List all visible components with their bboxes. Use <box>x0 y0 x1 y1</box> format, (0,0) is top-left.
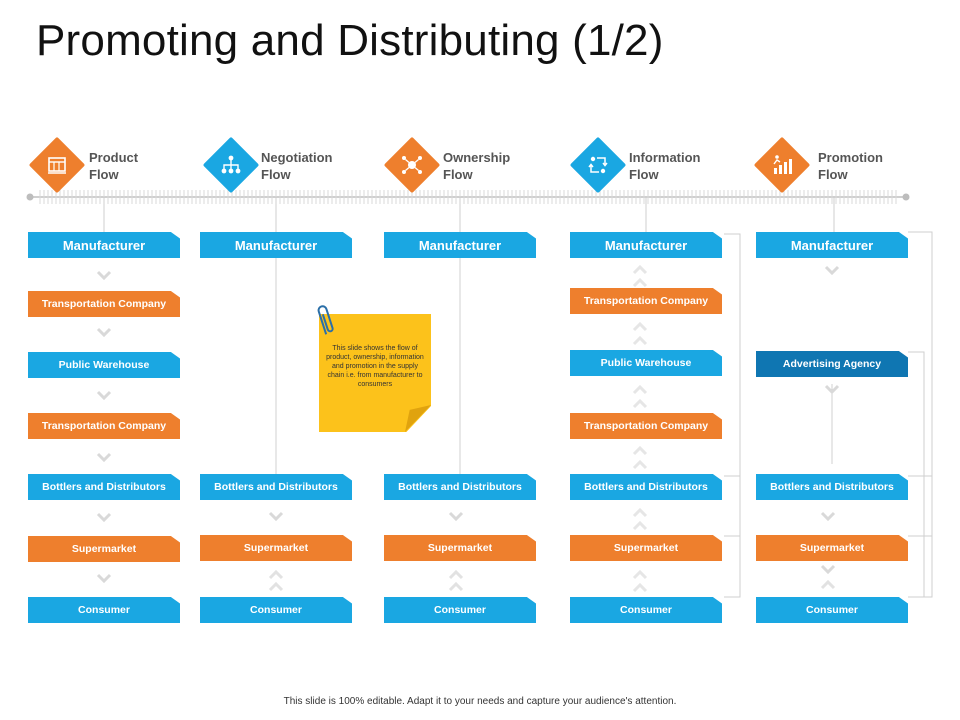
negotiation-flow-box-bottlers: Bottlers and Distributors <box>200 474 352 500</box>
chevron-down-icon <box>824 265 840 276</box>
slide-title: Promoting and Distributing (1/2) <box>36 16 664 65</box>
information-flow-box-transportation-2: Transportation Company <box>570 413 722 439</box>
chevron-up-icon <box>632 335 648 346</box>
product-flow-box-transportation-2: Transportation Company <box>28 413 180 439</box>
chevron-down-icon <box>820 511 836 522</box>
heading-product-flow: Product Flow <box>89 150 139 182</box>
chevron-down-icon <box>96 573 112 584</box>
heading-information-flow: Information Flow <box>629 150 701 182</box>
ownership-flow-box-manufacturer: Manufacturer <box>384 232 536 258</box>
chevron-up-icon <box>632 459 648 470</box>
chevron-up-icon <box>268 581 284 592</box>
product-flow-box-transportation-1: Transportation Company <box>28 291 180 317</box>
chevron-up-icon <box>632 321 648 332</box>
negotiation-flow-box-consumer: Consumer <box>200 597 352 623</box>
chevron-up-icon <box>632 507 648 518</box>
product-flow-box-public-warehouse: Public Warehouse <box>28 352 180 378</box>
chevron-up-icon <box>268 569 284 580</box>
chevron-down-icon <box>268 511 284 522</box>
chevron-up-icon <box>632 384 648 395</box>
chevron-up-icon <box>820 579 836 590</box>
chevron-down-icon <box>448 511 464 522</box>
chevron-down-icon <box>820 564 836 575</box>
exchange-icon <box>569 136 627 194</box>
information-flow-box-public-warehouse: Public Warehouse <box>570 350 722 376</box>
product-flow-box-supermarket: Supermarket <box>28 536 180 562</box>
promotion-flow-box-manufacturer: Manufacturer <box>756 232 908 258</box>
promotion-flow-box-advertising-agency: Advertising Agency <box>756 351 908 377</box>
promotion-flow-box-consumer: Consumer <box>756 597 908 623</box>
information-flow-box-supermarket: Supermarket <box>570 535 722 561</box>
product-flow-box-manufacturer: Manufacturer <box>28 232 180 258</box>
chevron-up-icon <box>632 264 648 275</box>
sticky-note-text: This slide shows the flow of product, ow… <box>326 345 424 388</box>
chevron-down-icon <box>96 327 112 338</box>
heading-negotiation-flow: Negotiation Flow <box>261 150 333 182</box>
chevron-up-icon <box>632 398 648 409</box>
negotiation-flow-box-supermarket: Supermarket <box>200 535 352 561</box>
chevron-up-icon <box>632 582 648 593</box>
product-flow-box-bottlers: Bottlers and Distributors <box>28 474 180 500</box>
information-flow-box-consumer: Consumer <box>570 597 722 623</box>
chevron-up-icon <box>448 581 464 592</box>
promotion-flow-box-bottlers: Bottlers and Distributors <box>756 474 908 500</box>
product-flow-box-consumer: Consumer <box>28 597 180 623</box>
information-flow-box-bottlers: Bottlers and Distributors <box>570 474 722 500</box>
chevron-down-icon <box>96 452 112 463</box>
hierarchy-icon <box>202 136 260 194</box>
information-flow-box-manufacturer: Manufacturer <box>570 232 722 258</box>
ownership-flow-box-bottlers: Bottlers and Distributors <box>384 474 536 500</box>
chevron-down-icon <box>96 270 112 281</box>
growth-chart-icon <box>753 136 811 194</box>
chevron-down-icon <box>96 390 112 401</box>
chevron-up-icon <box>632 277 648 288</box>
chevron-up-icon <box>632 569 648 580</box>
chevron-up-icon <box>632 445 648 456</box>
ownership-flow-box-consumer: Consumer <box>384 597 536 623</box>
promotion-flow-box-supermarket: Supermarket <box>756 535 908 561</box>
heading-promotion-flow: Promotion Flow <box>818 150 883 182</box>
crate-icon <box>28 136 86 194</box>
ownership-flow-box-supermarket: Supermarket <box>384 535 536 561</box>
network-people-icon <box>383 136 441 194</box>
chevron-up-icon <box>448 569 464 580</box>
footer-text: This slide is 100% editable. Adapt it to… <box>283 696 677 707</box>
heading-ownership-flow: Ownership Flow <box>443 150 511 182</box>
paperclip-icon <box>317 305 334 335</box>
negotiation-flow-box-manufacturer: Manufacturer <box>200 232 352 258</box>
chevron-up-icon <box>632 520 648 531</box>
chevron-down-icon <box>824 384 840 395</box>
information-flow-box-transportation-1: Transportation Company <box>570 288 722 314</box>
chevron-down-icon <box>96 512 112 523</box>
